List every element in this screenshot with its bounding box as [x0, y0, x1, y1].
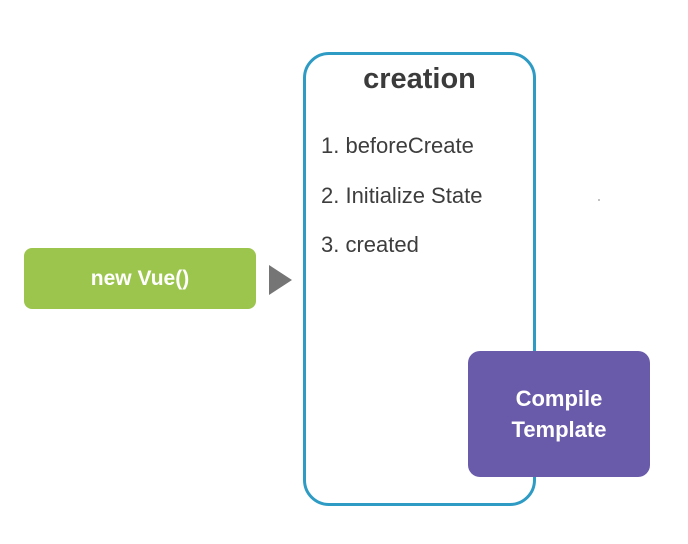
step-initialize-state: 2. Initialize State — [321, 183, 483, 208]
step-created: 3. created — [321, 232, 419, 257]
compile-template-box: Compile Template — [468, 351, 650, 477]
creation-title: creation — [363, 63, 476, 95]
arrow-right-icon — [269, 265, 292, 295]
new-vue-label: new Vue() — [90, 266, 190, 290]
stray-dot — [598, 199, 600, 201]
creation-box: creation 1. beforeCreate 2. Initialize S… — [303, 52, 536, 506]
compile-template-label: Compile Template — [511, 386, 607, 442]
step-before-create: 1. beforeCreate — [321, 133, 474, 158]
new-vue-box: new Vue() — [24, 248, 256, 309]
